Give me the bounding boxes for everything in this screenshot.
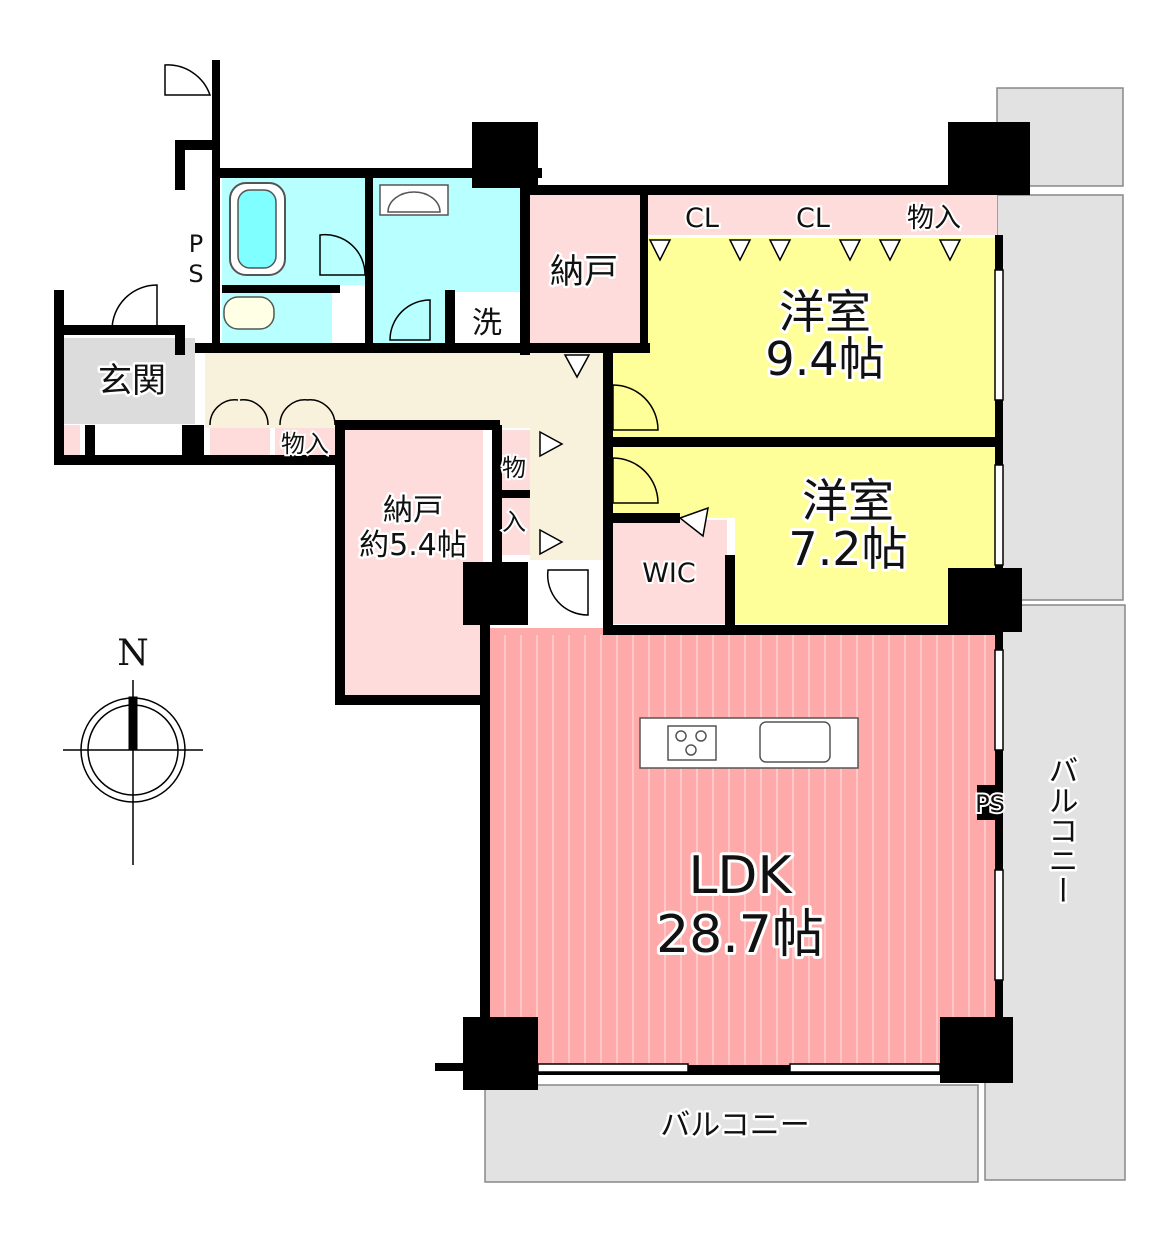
structural-columns: [463, 122, 1030, 1090]
closet-hall-floor: [275, 428, 335, 456]
kitchen-sink-icon: [759, 721, 831, 763]
closet-label-1: CL: [685, 203, 719, 234]
balcony-right-label: バルコニー: [1043, 755, 1078, 905]
western-room-1: [612, 238, 998, 438]
hallway: [205, 352, 605, 428]
shoe-storage-2: [210, 428, 270, 456]
storage-side: [343, 430, 483, 696]
wic-label: WIC: [642, 558, 696, 589]
storage-side-size: 約5.4帖: [359, 528, 467, 563]
laundry-label: 洗: [472, 306, 502, 341]
storage-side-name: 納戸: [383, 493, 443, 528]
closet-v-label-2: 入: [502, 508, 526, 536]
sink-icon: [379, 184, 449, 216]
closet-label-3: 物入: [907, 203, 961, 234]
western-room-1-size: 9.4帖: [765, 332, 884, 386]
bathtub-water: [237, 189, 277, 269]
toilet-icon: [223, 296, 275, 330]
ldk-floor-lines: [504, 635, 986, 1065]
doors: [111, 64, 962, 616]
ps-left-label-2: S: [188, 260, 203, 288]
wic-room: [612, 520, 727, 624]
western-room-2-name: 洋室: [802, 474, 894, 528]
closet-v-label-1: 物: [502, 454, 526, 482]
entrance-label: 玄関: [98, 361, 166, 401]
entrance-floor: [62, 338, 195, 424]
western-room-1-name: 洋室: [779, 285, 871, 339]
ldk-name: LDK: [688, 846, 793, 906]
balcony-right: [984, 87, 1126, 1181]
ps-right-label: PS: [975, 790, 1005, 818]
ldk-size: 28.7帖: [656, 905, 824, 965]
western-room-2-size: 7.2帖: [788, 522, 907, 576]
storage-top: [528, 195, 641, 345]
storage-top-label: 納戸: [550, 252, 618, 292]
balcony-bottom-label: バルコニー: [660, 1108, 809, 1143]
ps-left-label-1: P: [189, 230, 203, 258]
closet-label-2: CL: [796, 203, 830, 234]
hall-closet-label: 物入: [281, 430, 329, 458]
stove-icon: [667, 725, 717, 761]
closet-strip: [645, 195, 997, 235]
balcony-bottom: [484, 1084, 979, 1183]
compass: [63, 680, 203, 865]
compass-north-label: N: [117, 633, 149, 674]
ldk-floor: [490, 628, 998, 1070]
laundry-area: [455, 292, 520, 345]
western-room-2-ext: [612, 446, 737, 518]
windows: [537, 269, 1004, 1073]
shoe-storage: [62, 425, 80, 457]
